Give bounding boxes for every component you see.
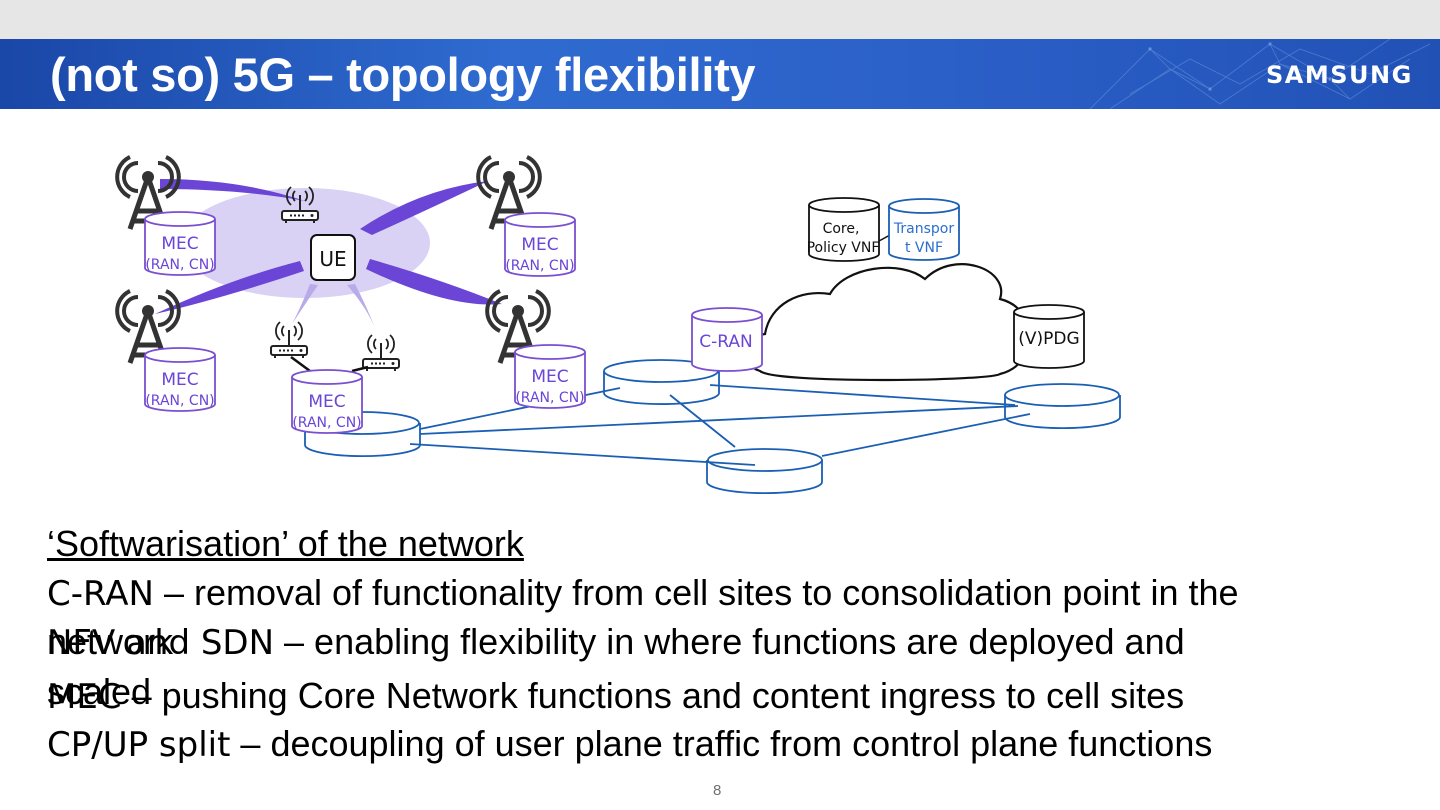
core-policy-vnf: Core, Policy VNF	[807, 197, 880, 262]
vpdg-node: (V)PDG	[1013, 304, 1085, 369]
bullet-cran: C-RAN – removal of functionality from ce…	[47, 572, 1239, 615]
beam	[160, 179, 305, 201]
mec-sub-label: (RAN, CN)	[505, 258, 574, 274]
bullet-nfv-sdn-continuation: scaled	[47, 671, 152, 712]
bullet-text: – decoupling of user plane traffic from …	[230, 723, 1213, 764]
bullet-term: MEC	[47, 677, 122, 717]
network-nodes	[304, 359, 1121, 494]
network-node	[1004, 383, 1121, 429]
page-title: (not so) 5G – topology flexibility	[50, 48, 756, 101]
bullet-mec: MEC – pushing Core Network functions and…	[47, 675, 1185, 718]
mec-node: MEC (RAN, CN)	[144, 347, 216, 412]
ue-device: UE	[310, 234, 356, 281]
router-link	[351, 365, 369, 373]
mec-node: MEC (RAN, CN)	[504, 212, 576, 277]
link	[409, 443, 756, 466]
link	[419, 405, 1019, 435]
cran-node: C-RAN	[691, 307, 763, 372]
ue-label: UE	[319, 247, 346, 271]
bullet-term: NFV and SDN	[47, 623, 275, 663]
link	[419, 387, 621, 430]
mec-label: MEC	[308, 392, 345, 412]
mec-label: MEC	[531, 367, 568, 387]
mec-sub-label: (RAN, CN)	[292, 415, 361, 431]
policy-vnf-label: Policy VNF	[807, 240, 880, 256]
beam	[366, 259, 502, 305]
page-number: 8	[713, 782, 722, 799]
beam	[155, 261, 304, 314]
link	[709, 384, 1016, 406]
transport-vnf: Transpor t VNF	[888, 198, 960, 261]
link	[669, 394, 736, 448]
samsung-logo: SAMSUNG	[1266, 61, 1413, 89]
header-decoration	[1089, 39, 1431, 109]
network-topology-diagram: UE Core, Policy VNF	[0, 109, 1121, 494]
mec-sub-label: (RAN, CN)	[145, 257, 214, 273]
beam	[292, 284, 318, 324]
top-gray-bar	[0, 0, 1440, 39]
mec-label: MEC	[161, 234, 198, 254]
radio-beams	[155, 179, 502, 314]
network-node	[706, 448, 823, 494]
faint-beams	[292, 284, 376, 331]
cran-label: C-RAN	[699, 332, 752, 352]
mec-sub-label: (RAN, CN)	[515, 390, 584, 406]
mec-node: MEC (RAN, CN)	[291, 369, 363, 434]
beam	[360, 181, 488, 235]
network-links	[409, 384, 1031, 466]
wifi-router-icon	[270, 321, 308, 359]
router-link	[290, 355, 311, 373]
bullet-text: – enabling flexibility in where function…	[274, 621, 1185, 662]
ue-coverage-area	[180, 188, 430, 298]
section-heading: ‘Softwarisation’ of the network	[47, 523, 524, 564]
mec-sub-label: (RAN, CN)	[145, 393, 214, 409]
bullet-term: C-RAN	[47, 574, 154, 614]
cloud-shape	[743, 263, 1032, 382]
vpdg-label: (V)PDG	[1018, 329, 1079, 349]
wifi-router-icon	[362, 334, 400, 372]
bullet-text: – pushing Core Network functions and con…	[121, 675, 1185, 716]
mec-label: MEC	[521, 235, 558, 255]
transport-label: Transpor	[893, 221, 954, 237]
transport-label-cont: t VNF	[905, 240, 943, 256]
link	[821, 413, 1031, 457]
core-label: Core,	[823, 221, 860, 237]
network-node	[603, 359, 720, 405]
mec-node: MEC (RAN, CN)	[144, 211, 216, 276]
bullet-term: CP/UP split	[47, 725, 231, 765]
bullet-cp-up-split: CP/UP split – decoupling of user plane t…	[47, 723, 1213, 766]
bullet-cran-continuation: network	[47, 621, 174, 662]
bullet-nfv-sdn: NFV and SDN – enabling flexibility in wh…	[47, 621, 1185, 664]
mec-label: MEC	[161, 370, 198, 390]
bullet-text: – removal of functionality from cell sit…	[153, 572, 1239, 613]
mec-node: MEC (RAN, CN)	[514, 344, 586, 409]
slide-header: (not so) 5G – topology flexibility SAMSU…	[0, 39, 1440, 109]
